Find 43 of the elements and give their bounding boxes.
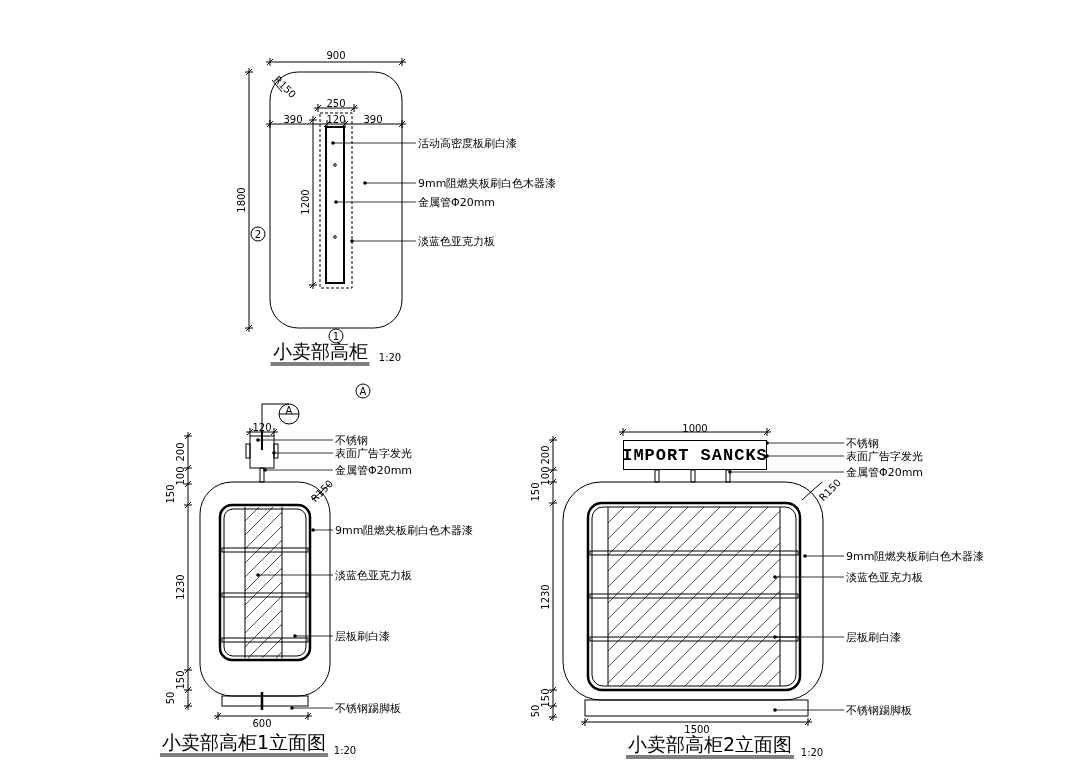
callout-text: 不锈钢踢脚板 bbox=[335, 701, 401, 715]
dimension-text: 100 bbox=[539, 466, 551, 486]
callout-text: 9mm阻燃夹板刷白色木器漆 bbox=[846, 549, 985, 563]
dimension-text: 1200 bbox=[299, 189, 311, 215]
dimension-text: 150 bbox=[539, 688, 551, 708]
dimension-text: 150 bbox=[174, 670, 186, 690]
dimension-text: 50 bbox=[529, 704, 541, 718]
callout-text: 层板刷白漆 bbox=[846, 630, 901, 644]
callout-text: 不锈钢踢脚板 bbox=[846, 703, 912, 717]
dimension-text: 600 bbox=[252, 717, 272, 729]
callout-text: 表面广告字发光 bbox=[846, 449, 923, 463]
dimension-text: 100 bbox=[174, 466, 186, 486]
drawing-title: 小卖部高柜1立面图 bbox=[159, 729, 329, 757]
callout-text: 不锈钢 bbox=[335, 433, 368, 447]
dimension-text: 250 bbox=[326, 97, 346, 109]
dimension-text: 200 bbox=[539, 445, 551, 465]
callout-text: 活动高密度板刷白漆 bbox=[418, 136, 517, 150]
callout-text: 层板刷白漆 bbox=[335, 629, 390, 643]
callout-text: 金属管Φ20mm bbox=[846, 465, 924, 479]
callout-text: 金属管Φ20mm bbox=[335, 463, 413, 477]
scale-text: 1:20 bbox=[800, 746, 824, 758]
section-marker: A bbox=[285, 404, 293, 416]
scale-text: 1:20 bbox=[333, 744, 357, 756]
callout-text: 9mm阻燃夹板刷白色木器漆 bbox=[335, 523, 474, 537]
dimension-text: 50 bbox=[164, 691, 176, 705]
dimension-text: 390 bbox=[363, 113, 383, 125]
dimension-text: 120 bbox=[252, 421, 272, 433]
dimension-text: 900 bbox=[326, 49, 346, 61]
callout-text: 金属管Φ20mm bbox=[418, 195, 496, 209]
dimension-text: 120 bbox=[326, 113, 346, 125]
dimension-text: 150 bbox=[164, 484, 176, 504]
callout-text: 不锈钢 bbox=[846, 436, 879, 450]
dimension-text: 150 bbox=[529, 482, 541, 502]
callout-text: 淡蓝色亚克力板 bbox=[335, 568, 412, 582]
dimension-text: 200 bbox=[174, 442, 186, 462]
dimension-text: 390 bbox=[283, 113, 303, 125]
callout-text: 淡蓝色亚克力板 bbox=[846, 570, 923, 584]
signboard: IMPORT SANCKS bbox=[623, 440, 767, 470]
callout-text: 9mm阻燃夹板刷白色木器漆 bbox=[418, 176, 557, 190]
callout-text: 表面广告字发光 bbox=[335, 446, 412, 460]
cabinet-plan-drawing bbox=[269, 71, 403, 329]
callout-text: 淡蓝色亚克力板 bbox=[418, 234, 495, 248]
scale-text: 1:20 bbox=[378, 351, 402, 363]
